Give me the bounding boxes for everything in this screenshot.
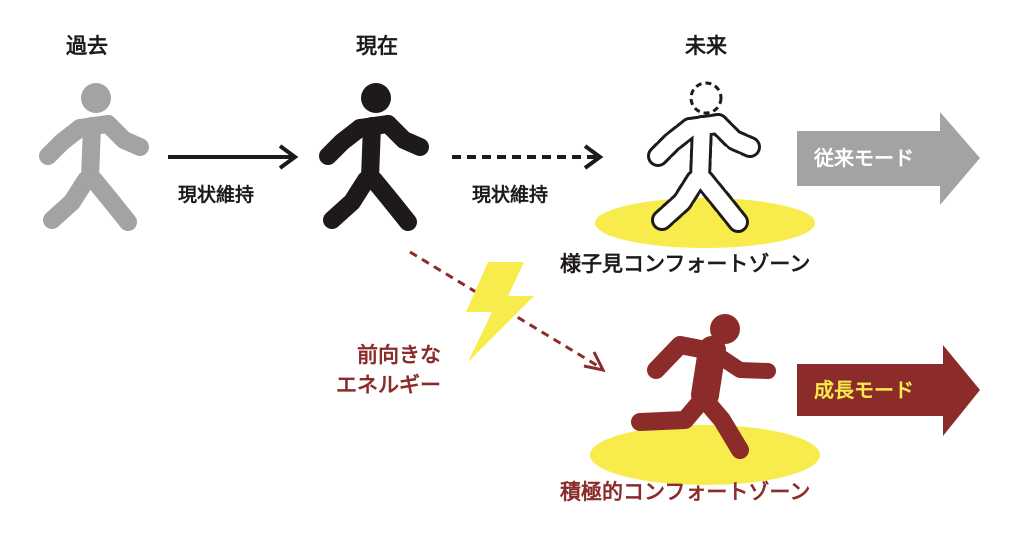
maintain-arrow-solid xyxy=(168,144,299,170)
growth-mode-arrow xyxy=(797,345,980,436)
growth-mode-label: 成長モード xyxy=(814,378,914,402)
wait-and-see-zone-label: 様子見コンフォートゾーン xyxy=(560,252,811,276)
running-figure-icon xyxy=(631,314,776,459)
lightning-bolt-icon xyxy=(466,262,534,362)
wait-and-see-zone-ellipse xyxy=(595,198,815,248)
present-walking-figure-icon xyxy=(328,83,420,222)
energy-arrow-dashed xyxy=(409,250,606,373)
conventional-mode-arrow xyxy=(797,112,980,205)
maintain-label-2: 現状維持 xyxy=(472,184,549,206)
era-label-past: 過去 xyxy=(66,34,108,58)
proactive-zone-ellipse xyxy=(590,425,820,485)
future-dashed-figure-icon xyxy=(658,81,750,222)
past-walking-figure-icon xyxy=(48,83,140,222)
maintain-arrow-dashed xyxy=(452,144,604,170)
energy-label-line2: エネルギー xyxy=(336,373,441,397)
conventional-mode-label: 従来モード xyxy=(814,146,914,170)
era-label-future: 未来 xyxy=(685,34,727,58)
proactive-zone-label: 積極的コンフォートゾーン xyxy=(560,480,811,504)
energy-label-line1: 前向きな xyxy=(357,343,441,367)
maintain-label-1: 現状維持 xyxy=(178,184,255,206)
era-label-present: 現在 xyxy=(356,34,398,58)
